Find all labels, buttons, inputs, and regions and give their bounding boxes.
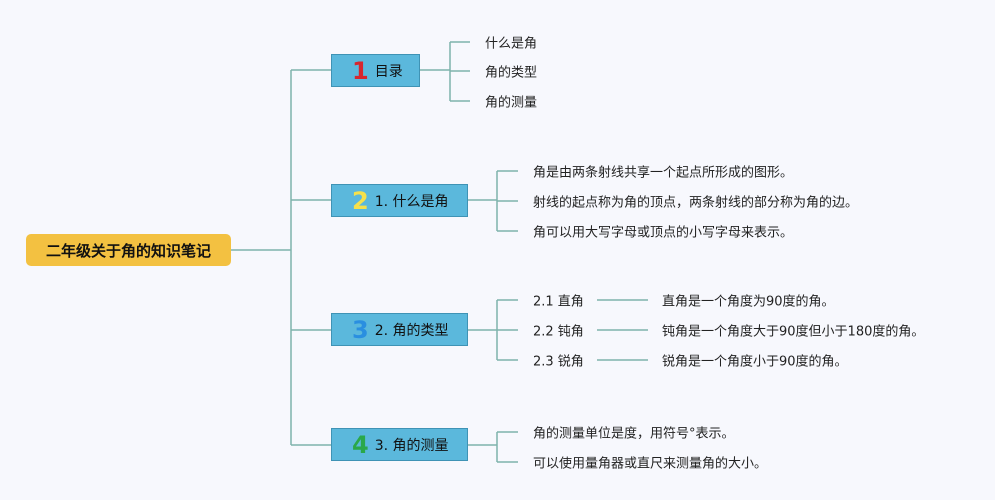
- leaf-node[interactable]: 角可以用大写字母或顶点的小写字母来表示。: [533, 225, 794, 241]
- leaf-node[interactable]: 什么是角: [485, 36, 538, 52]
- branch-label: 2. 角的类型: [374, 322, 449, 339]
- number-badge: 1: [352, 56, 369, 85]
- sub-node-obtuse-angle[interactable]: 2.2 钝角: [533, 324, 584, 340]
- root-node[interactable]: 二年级关于角的知识笔记: [26, 234, 231, 266]
- number-badge: 2: [352, 186, 369, 215]
- branch-what-is-angle[interactable]: 2 1. 什么是角: [331, 184, 468, 217]
- leaf-node[interactable]: 锐角是一个角度小于90度的角。: [662, 354, 848, 370]
- leaf-node[interactable]: 钝角是一个角度大于90度但小于180度的角。: [662, 324, 925, 340]
- branch-label: 目录: [374, 63, 403, 80]
- leaf-node[interactable]: 直角是一个角度为90度的角。: [662, 294, 835, 310]
- number-badge: 3: [352, 315, 369, 344]
- branch-angle-measure[interactable]: 4 3. 角的测量: [331, 428, 468, 461]
- leaf-node[interactable]: 射线的起点称为角的顶点，两条射线的部分称为角的边。: [533, 195, 859, 211]
- leaf-node[interactable]: 角的测量单位是度，用符号°表示。: [533, 426, 735, 442]
- leaf-node[interactable]: 角的测量: [485, 95, 538, 111]
- sub-node-right-angle[interactable]: 2.1 直角: [533, 294, 584, 310]
- number-badge: 4: [352, 430, 369, 459]
- leaf-node[interactable]: 角是由两条射线共享一个起点所形成的图形。: [533, 165, 794, 181]
- leaf-node[interactable]: 可以使用量角器或直尺来测量角的大小。: [533, 456, 768, 472]
- branch-angle-types[interactable]: 3 2. 角的类型: [331, 313, 468, 346]
- branch-toc[interactable]: 1 目录: [331, 54, 420, 87]
- branch-label: 3. 角的测量: [374, 437, 449, 454]
- branch-label: 1. 什么是角: [374, 193, 449, 210]
- sub-node-acute-angle[interactable]: 2.3 锐角: [533, 354, 584, 370]
- leaf-node[interactable]: 角的类型: [485, 65, 538, 81]
